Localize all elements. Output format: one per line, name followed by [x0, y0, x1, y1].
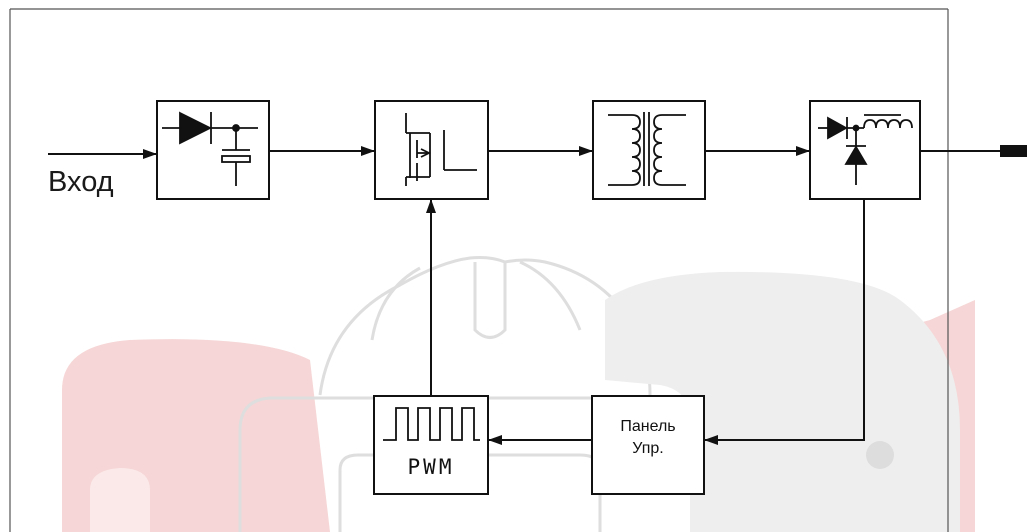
control-panel-block [591, 395, 705, 495]
switch-block [374, 100, 489, 200]
diagram-frame [9, 8, 949, 532]
pwm-block [373, 395, 489, 495]
transformer-icon [608, 112, 686, 186]
control-panel-label-line-1: Панель [620, 418, 676, 435]
rectifier-filter-icon [162, 111, 258, 186]
rectifier-block [156, 100, 270, 200]
input-label: Вход [48, 166, 114, 198]
output-terminal [1000, 145, 1027, 157]
output-rectifier-block [809, 100, 921, 200]
transformer-block [592, 100, 706, 200]
mosfet-switch-icon [405, 113, 477, 186]
watermark-red-shape-left [62, 339, 330, 532]
control-panel-label-line-2: Упр. [632, 440, 664, 457]
pwm-label: PWM [407, 455, 455, 479]
pwm-square-wave-icon [383, 407, 480, 441]
feedback-line [704, 199, 865, 445]
control-panel-label: Панель Упр. [592, 416, 704, 460]
output-rectifier-icon [818, 114, 913, 185]
